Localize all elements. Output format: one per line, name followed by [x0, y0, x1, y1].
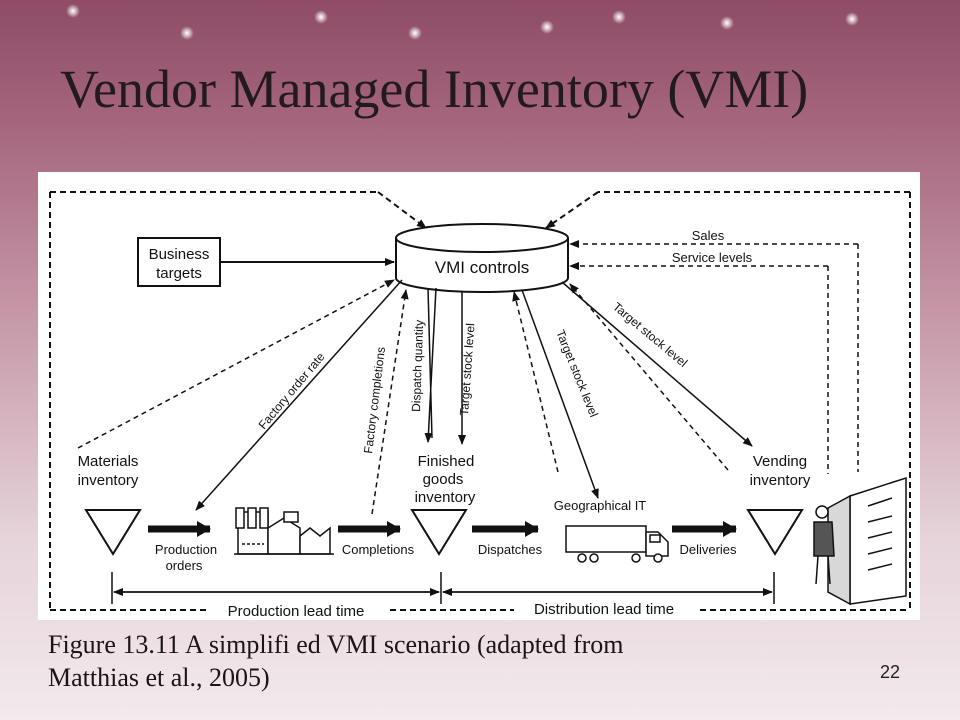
finished-goods-label: Finished [418, 453, 475, 470]
sparkle-decoration [720, 16, 734, 30]
production-orders-label: orders [166, 558, 203, 573]
business-targets-box: Business targets [137, 237, 221, 287]
sales-feedback [569, 240, 859, 474]
sparkle-decoration [845, 12, 859, 26]
sparkle-decoration [540, 20, 554, 34]
business-targets-label: Business [149, 246, 210, 263]
sparkle-decoration [66, 4, 80, 18]
vending-inventory-triangle [746, 509, 804, 556]
vmi-diagram: VMI controls Business targets Sales Serv… [49, 191, 911, 620]
factory-icon [234, 507, 334, 555]
geographical-it-label: Geographical IT [554, 498, 647, 513]
deliveries-label: Deliveries [679, 542, 737, 557]
production-lead-time-label: Production lead time [228, 603, 365, 620]
caption-line: Figure 13.11 A simplifi ed VMI scenario … [48, 630, 624, 659]
finished-goods-label: inventory [415, 489, 476, 506]
vending-machine-icon [813, 476, 907, 606]
finished-goods-triangle [410, 509, 468, 556]
distribution-lead-time-label: Distribution lead time [534, 601, 674, 618]
service-levels-label: Service levels [672, 250, 753, 265]
business-targets-label: targets [156, 265, 202, 282]
materials-inventory-label: inventory [78, 472, 139, 489]
sparkle-decoration [612, 10, 626, 24]
materials-inventory-triangle [84, 509, 142, 556]
target-stock-level-label: Target stock level [457, 323, 477, 416]
dispatch-quantity-label: Dispatch quantity [409, 320, 426, 412]
vending-inventory-label: Vending [753, 453, 807, 470]
target-stock-level-label: Target stock level [553, 328, 601, 419]
completions-label: Completions [342, 542, 415, 557]
lead-time-bar [111, 572, 775, 604]
slide-title: Vendor Managed Inventory (VMI) [60, 59, 809, 119]
production-orders-label: Production [155, 542, 217, 557]
vmi-controls-cylinder: VMI controls [395, 223, 569, 293]
page-number: 22 [880, 662, 901, 682]
materials-inventory-label: Materials [78, 453, 139, 470]
sparkle-decoration [314, 10, 328, 24]
sparkle-decoration [180, 26, 194, 40]
vmi-controls-label: VMI controls [435, 258, 529, 277]
feedback-dashed-arrows [77, 279, 729, 515]
dispatches-label: Dispatches [478, 542, 543, 557]
figure-caption: Figure 13.11 A simplifi ed VMI scenario … [48, 628, 624, 694]
sales-label: Sales [692, 228, 725, 243]
sparkle-decoration [408, 26, 422, 40]
caption-line: Matthias et al., 2005) [48, 663, 270, 692]
finished-goods-label: goods [423, 471, 464, 488]
vmi-diagram-panel: VMI controls Business targets Sales Serv… [38, 172, 920, 620]
truck-icon [565, 525, 669, 563]
factory-order-rate-label: Factory order rate [256, 350, 328, 432]
vending-inventory-label: inventory [750, 472, 811, 489]
control-arrows [195, 279, 753, 511]
outer-dashed-frame [49, 191, 911, 611]
